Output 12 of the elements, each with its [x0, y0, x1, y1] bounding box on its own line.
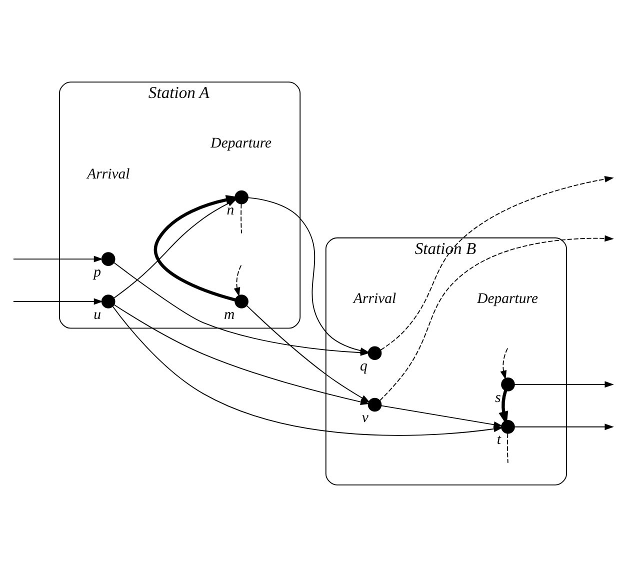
node-label: p [94, 264, 101, 280]
node-label: n [226, 202, 234, 219]
node-label: m [224, 306, 235, 323]
node-label: q [360, 358, 368, 374]
label: Departure [210, 135, 272, 152]
label: Arrival [87, 166, 130, 183]
node-label: u [94, 306, 101, 323]
node-label: t [496, 432, 502, 448]
label: Departure [477, 291, 538, 308]
label: Arrival [354, 291, 396, 308]
node-label: v [362, 410, 368, 426]
node-label: s [495, 390, 501, 406]
